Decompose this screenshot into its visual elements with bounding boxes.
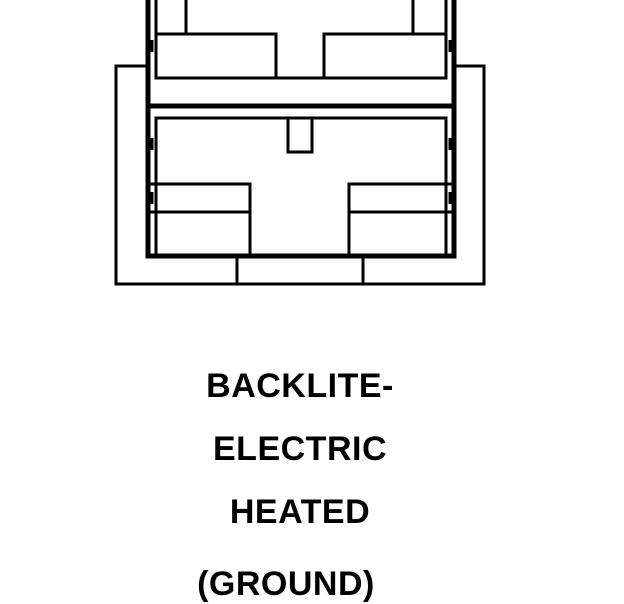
component-label-line-1: BACKLITE- xyxy=(206,367,394,405)
connector-body-outline xyxy=(145,0,457,259)
component-label-line-4: (GROUND) xyxy=(197,565,375,603)
connector-face-diagram xyxy=(114,0,486,286)
component-label-line-3: HEATED xyxy=(229,493,371,531)
lower-terminal-left xyxy=(148,182,252,256)
upper-key-shape xyxy=(156,32,278,78)
upper-cavity-outline xyxy=(154,0,448,80)
component-label-line-2: ELECTRIC xyxy=(213,430,387,468)
upper-key-shape-right xyxy=(322,32,446,78)
outer-housing-outline xyxy=(114,64,486,286)
lower-terminal-right xyxy=(347,182,454,256)
lower-latch-notch xyxy=(286,116,314,154)
lower-cavity-outline xyxy=(154,116,448,256)
